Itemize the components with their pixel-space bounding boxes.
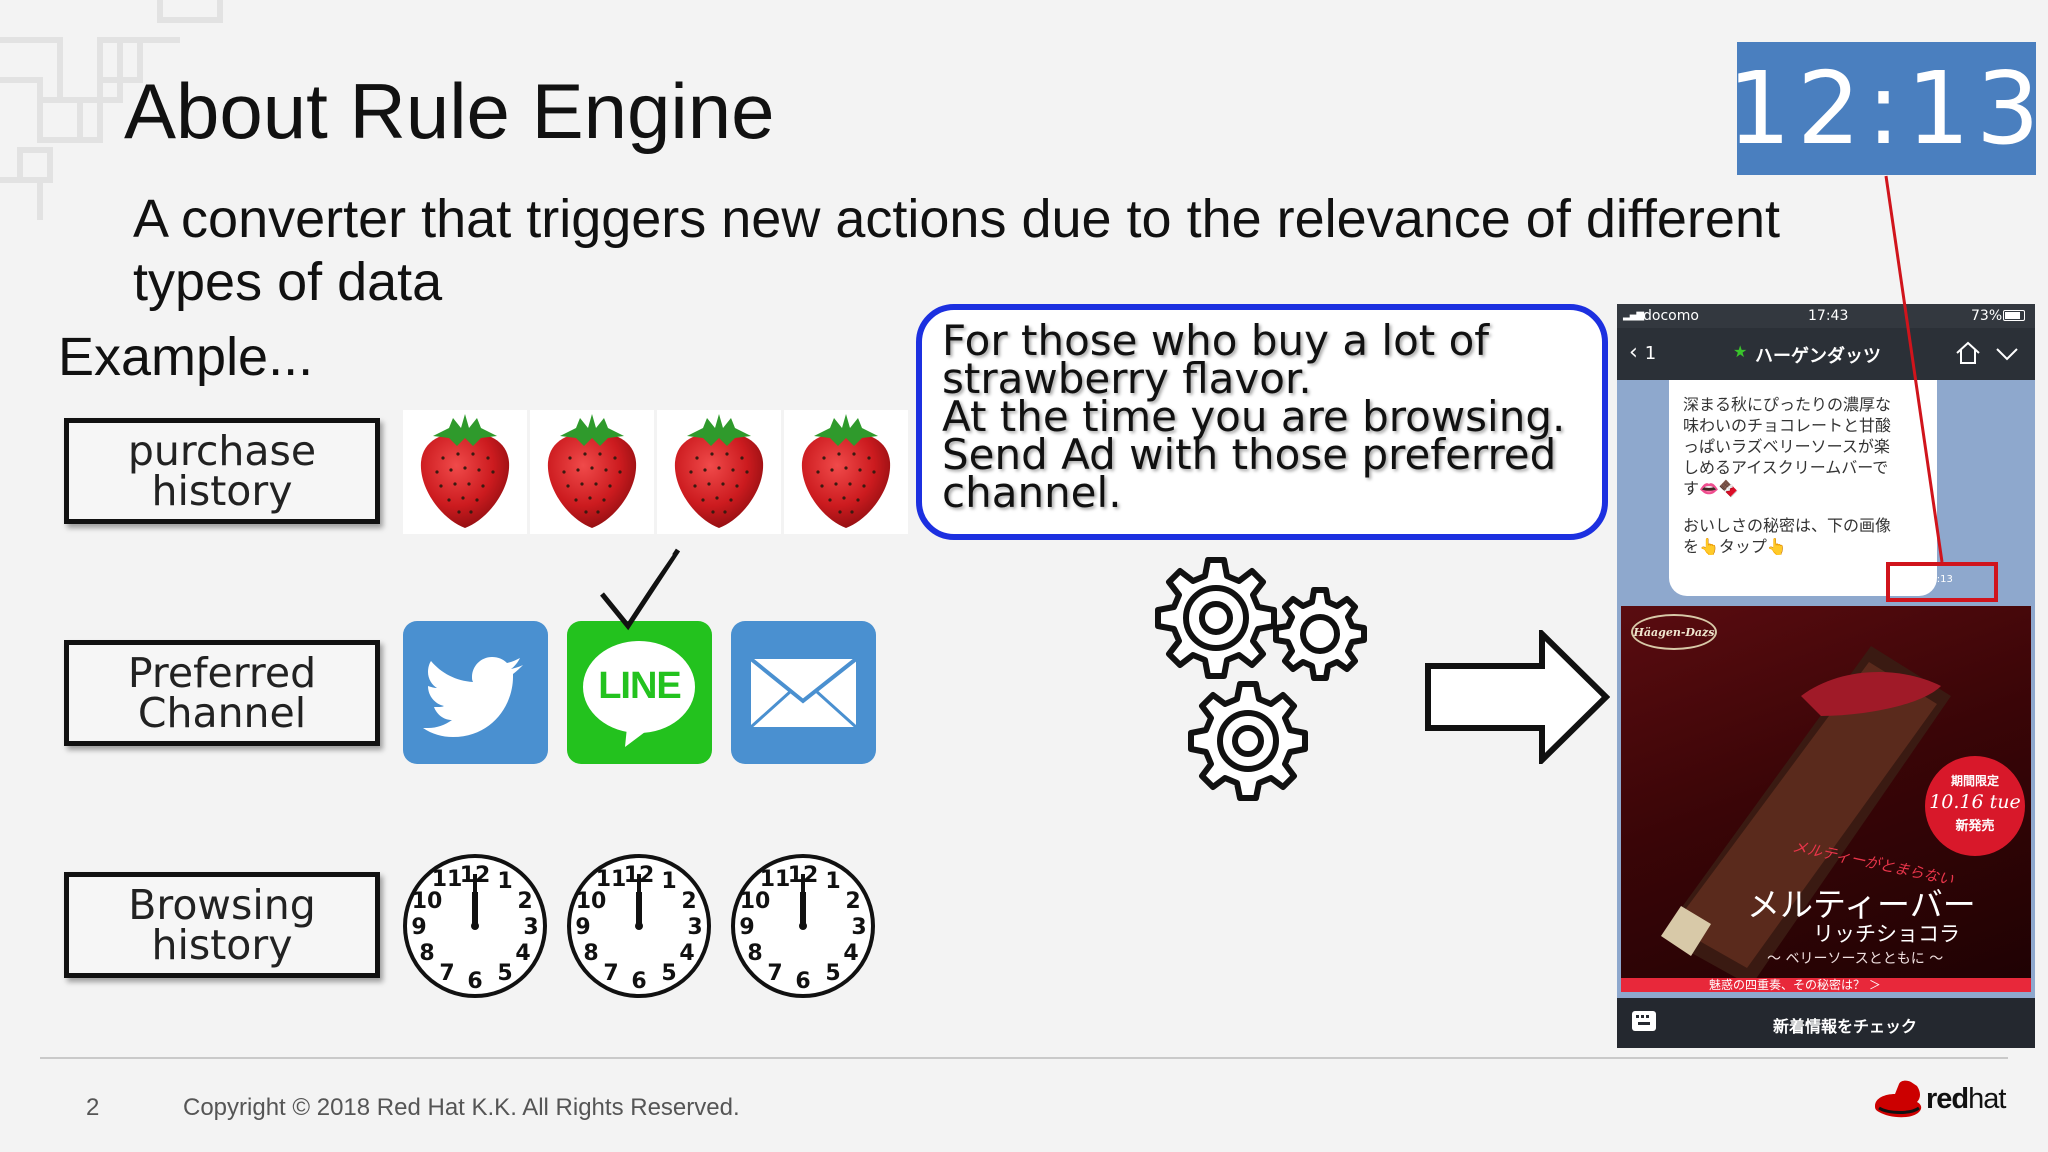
example-label: Example... [58,327,314,387]
clock-icon [565,852,713,1000]
ad-strip-text: 魅惑の四重奏、その秘密は？ ＞ [1709,978,1881,992]
phone-status-bar: ▂▄▆ docomo 17:43 73% [1617,304,2035,328]
brand-logo: Häagen-Dazs [1631,614,1717,650]
official-account-icon: ★ [1733,342,1748,361]
ad-sauce: 〜 ベリーソースとともに 〜 [1767,951,1944,967]
message-line: す👄🍫 [1683,479,1739,498]
chat-name: ハーゲンダッツ [1755,346,1881,367]
message-line: を👆タップ👆 [1683,537,1787,556]
corner-pattern-decoration [0,0,223,220]
redhat-wordmark: redhat [1926,1083,2006,1116]
line-icon: LINE [567,621,712,764]
message-line: っぱいラズベリーソースが楽 [1683,437,1890,456]
preferred-channel-box: Preferred Channel [64,640,380,746]
mail-icon [731,621,876,764]
chevron-down-icon[interactable] [1993,340,2021,368]
back-button[interactable]: ‹ 1 [1629,340,1657,365]
footer-divider [40,1057,2008,1059]
page-number: 2 [86,1094,100,1121]
redhat-hat-icon [1875,1080,1922,1118]
carrier-label: docomo [1643,308,1699,324]
callout-line: At the time you are browsing. [942,392,1566,441]
message-timestamp: 12:13 [1924,574,1953,585]
copyright-text: Copyright © 2018 Red Hat K.K. All Rights… [183,1094,740,1121]
callout-line: Send Ad with those preferred [942,430,1557,479]
keyboard-icon[interactable] [1631,1010,1657,1032]
callout-line: For those who buy a lot of [942,316,1490,365]
strawberry-icon [657,410,781,534]
timestamp-highlight-box [1886,562,1998,602]
browsing-history-box: Browsing history [64,872,380,978]
arrow-right-icon [1425,630,1610,764]
clock-icon [401,852,549,1000]
strawberry-icon [784,410,908,534]
badge-date: 10.16 tue [1929,791,2021,813]
ad-image[interactable]: Häagen-Dazs 期間限定 10.16 tue 新発売 メルティーがとまら… [1621,606,2031,992]
gears-icon [1155,557,1367,801]
clock-icon [729,852,877,1000]
callout-line: strawberry flavor. [942,354,1312,403]
callout-line: channel. [942,468,1122,517]
chat-bottom-bar: 新着情報をチェック [1617,998,2035,1048]
ad-product-name: メルティーバー [1747,885,1976,924]
redhat-wordmark-bold: red [1926,1083,1969,1115]
back-count: 1 [1644,343,1657,364]
message-line: 味わいのチョコレートと甘酸 [1683,416,1892,435]
slide-subtitle: A converter that triggers new actions du… [133,189,1780,312]
badge-top: 期間限定 [1950,774,1999,788]
news-check-button[interactable]: 新着情報をチェック [1773,1017,1918,1036]
message-line: 深まる秋にぴったりの濃厚な [1683,395,1892,414]
ad-strip [1621,978,2031,992]
twitter-icon [403,621,548,764]
message-line: おいしさの秘密は、下の画像 [1683,516,1892,535]
redhat-wordmark-light: hat [1968,1083,2006,1115]
signal-icon: ▂▄▆ [1623,310,1644,321]
badge-bottom: 新発売 [1955,819,1995,834]
checkmark-icon [600,548,681,631]
purchase-history-box: purchase history [64,418,380,524]
home-icon[interactable] [1953,338,1983,368]
strawberry-icon [403,410,527,534]
chat-header: ‹ 1 ★ ハーゲンダッツ [1617,328,2035,380]
slide-title: About Rule Engine [124,67,775,155]
ad-flavor: リッチショコラ [1813,922,1960,946]
current-time-badge: 12:13 [1727,42,2040,175]
phone-screenshot: ▂▄▆ docomo 17:43 73% ‹ 1 ★ ハーゲンダッツ 深まる秋に… [1617,304,2035,1048]
battery-percent: 73% [1971,308,2003,324]
battery-icon [2003,310,2025,321]
release-badge: 期間限定 10.16 tue 新発売 [1925,756,2025,856]
line-icon-text: LINE [598,665,682,707]
status-time: 17:43 [1808,308,1849,324]
rule-callout: For those who buy a lot of strawberry fl… [916,304,1608,540]
strawberry-icon [530,410,654,534]
message-line: しめるアイスクリームバーで [1683,458,1889,477]
